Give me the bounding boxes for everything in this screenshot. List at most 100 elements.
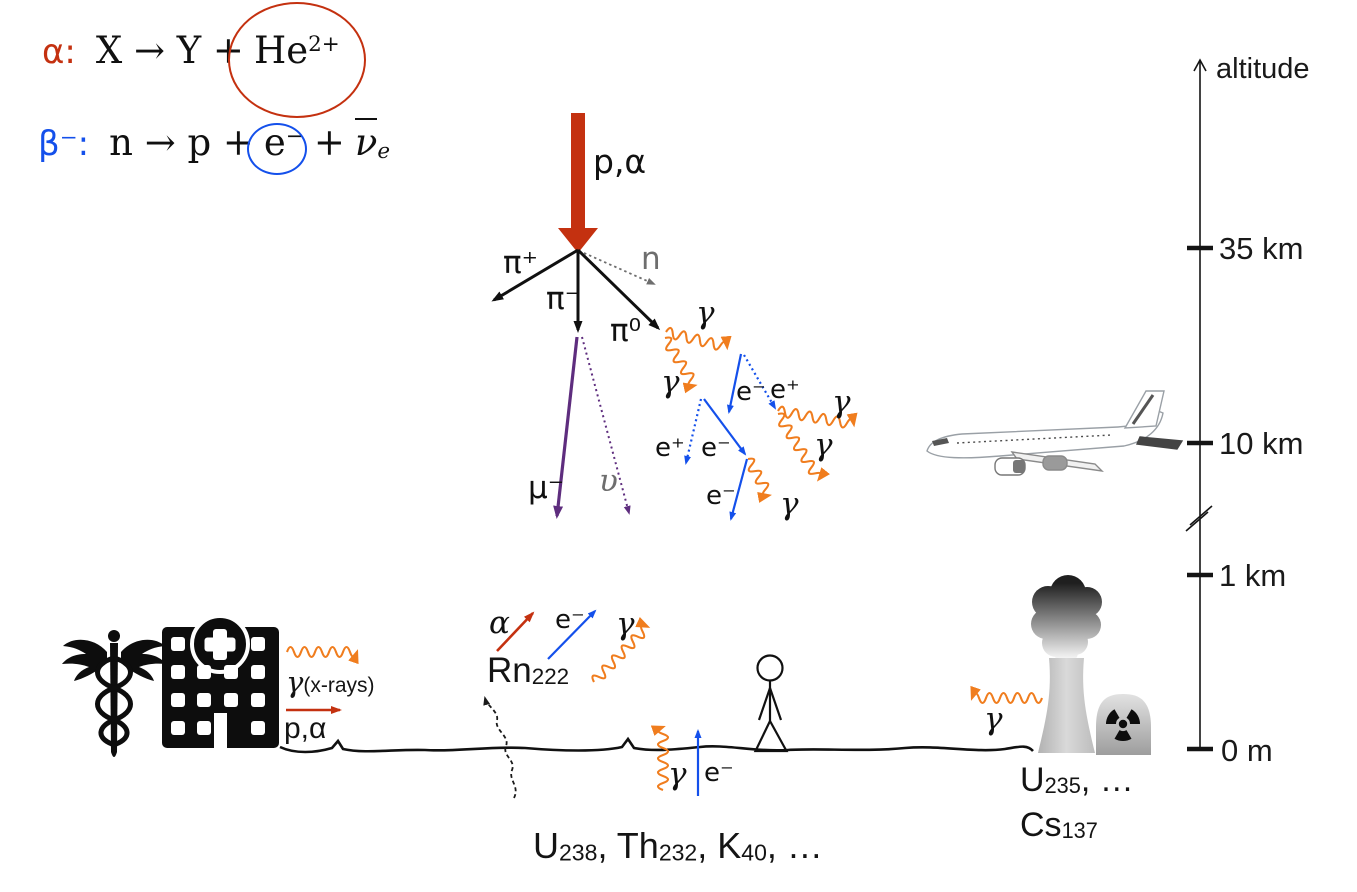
beta-decay-equation: β⁻:n → p +e−+νe — [38, 118, 391, 165]
radon-gamma-label: γ — [616, 606, 635, 642]
electron-label: e⁻ — [706, 481, 736, 511]
caduceus-staff — [110, 643, 118, 757]
hospital-windows — [171, 637, 265, 748]
separator: , — [597, 825, 617, 866]
radiation-icon — [1106, 709, 1140, 741]
engine-core — [1013, 460, 1025, 473]
beta-electron-circle — [247, 123, 307, 175]
axis-tick-label-1km: 1 km — [1219, 558, 1287, 593]
plant-gamma-wavy-arrow — [970, 685, 1043, 705]
gamma-wavy-arrow — [777, 405, 858, 429]
isotope: U — [533, 825, 559, 866]
beta-antineutrino-sub: e — [377, 139, 391, 165]
radon-element: Rn — [487, 651, 532, 690]
xray-label: γ(x-rays) — [286, 663, 375, 698]
xray-note: (x-rays) — [303, 674, 375, 697]
xray-wavy-arrow — [286, 645, 359, 665]
beta-plus: + — [313, 121, 345, 164]
radon-alpha-arrow — [496, 611, 535, 652]
positron-arrow — [684, 398, 703, 465]
radon-electron-label: e⁻ — [555, 605, 585, 635]
neutron-label: n — [641, 241, 661, 277]
separator: , — [697, 825, 718, 866]
alpha-symbol: α: — [42, 32, 76, 72]
ground-line — [279, 736, 1034, 754]
radon-emissions: α e⁻ γ — [483, 605, 651, 799]
gamma-label: γ — [661, 364, 680, 400]
xray-gamma: γ — [286, 665, 304, 699]
alpha-body: X → Y + — [95, 29, 244, 72]
isotope-mass: 238 — [559, 839, 598, 866]
fuselage — [926, 410, 1164, 459]
isotope-mass: 235 — [1044, 773, 1081, 799]
em-cascade: γ γ γ γ γ e⁻ e⁺ e⁺ e⁻ e⁻ — [655, 295, 858, 522]
isotope: U — [1020, 761, 1045, 799]
electron-arrow — [726, 353, 743, 414]
hospital-cross — [204, 637, 236, 652]
bedrock-isotopes-label: U238, Th232, K40, … — [533, 828, 823, 864]
primary-cosmic-ray-arrow — [558, 113, 598, 253]
plant-gamma-label: γ — [984, 701, 1003, 737]
isotope-mass: 137 — [1061, 818, 1098, 844]
gamma-label: γ — [832, 384, 851, 420]
gamma-wavy-arrow — [664, 336, 698, 394]
person-icon — [753, 654, 789, 753]
isotope-mass: 232 — [658, 839, 698, 866]
isotope-mass: 40 — [741, 839, 767, 866]
beta-symbol: β⁻: — [38, 124, 90, 164]
gamma-wavy-arrow — [665, 326, 732, 351]
soil-electron-label: e⁻ — [704, 758, 734, 788]
person-legs — [753, 718, 789, 753]
primary-label: p,α — [593, 142, 646, 181]
caduceus-snake — [95, 655, 133, 747]
pi-plus-arrow — [491, 248, 579, 302]
axis-break — [1185, 511, 1209, 532]
caduceus-snake — [95, 655, 133, 747]
soil-gamma-label: γ — [668, 756, 687, 792]
radon-mass: 222 — [531, 664, 570, 690]
hospital-building — [162, 627, 279, 748]
radon-label: Rn222 — [487, 653, 569, 689]
beta-body: n → p + — [109, 121, 254, 164]
engine — [1042, 455, 1068, 471]
gamma-label: γ — [696, 295, 715, 331]
electron-arrow — [729, 458, 749, 521]
muon-arrow — [553, 336, 579, 519]
smoke-plume — [1031, 575, 1102, 664]
gamma-label: γ — [814, 427, 833, 463]
gamma-wavy-arrow — [747, 457, 772, 503]
isotope: K — [717, 825, 742, 866]
axis-tick-label-35km: 35 km — [1219, 231, 1304, 266]
fin-stripe — [1131, 394, 1155, 425]
person-head — [756, 654, 784, 682]
radon-alpha-label: α — [489, 605, 510, 641]
cockpit-window — [932, 438, 949, 446]
pi-zero-label: π⁰ — [610, 313, 641, 349]
cooling-tower — [1038, 658, 1095, 753]
neutrino-label: υ — [599, 463, 618, 499]
neutron-arrow — [583, 252, 656, 285]
electron-label: e⁻ — [701, 433, 731, 463]
soil-gamma-wavy-arrow — [650, 725, 670, 791]
plant-isotopes-line1: U235, … — [1020, 763, 1134, 797]
plant-isotopes-line2: Cs137 — [1020, 808, 1098, 842]
isotope: Cs — [1020, 806, 1062, 844]
electron-label: e⁻ — [736, 377, 766, 407]
electron-arrow — [703, 398, 747, 456]
proton-beam-label: p,α — [284, 712, 327, 745]
positron-label: e⁺ — [770, 375, 800, 405]
neutrino-arrow — [581, 336, 631, 515]
beta-antineutrino: ν — [354, 118, 378, 164]
caduceus-orb — [108, 630, 120, 642]
gamma-wavy-arrow — [777, 412, 830, 482]
gamma-label: γ — [780, 486, 799, 522]
muon-label: μ⁻ — [528, 470, 564, 506]
pi-plus-label: π⁺ — [503, 245, 538, 281]
alpha-product-circle — [228, 2, 366, 118]
caduceus-icon — [62, 630, 166, 757]
radon-electron-arrow — [547, 609, 597, 660]
positron-label: e⁺ — [655, 433, 685, 463]
pi-minus-label: π⁻ — [546, 281, 581, 317]
